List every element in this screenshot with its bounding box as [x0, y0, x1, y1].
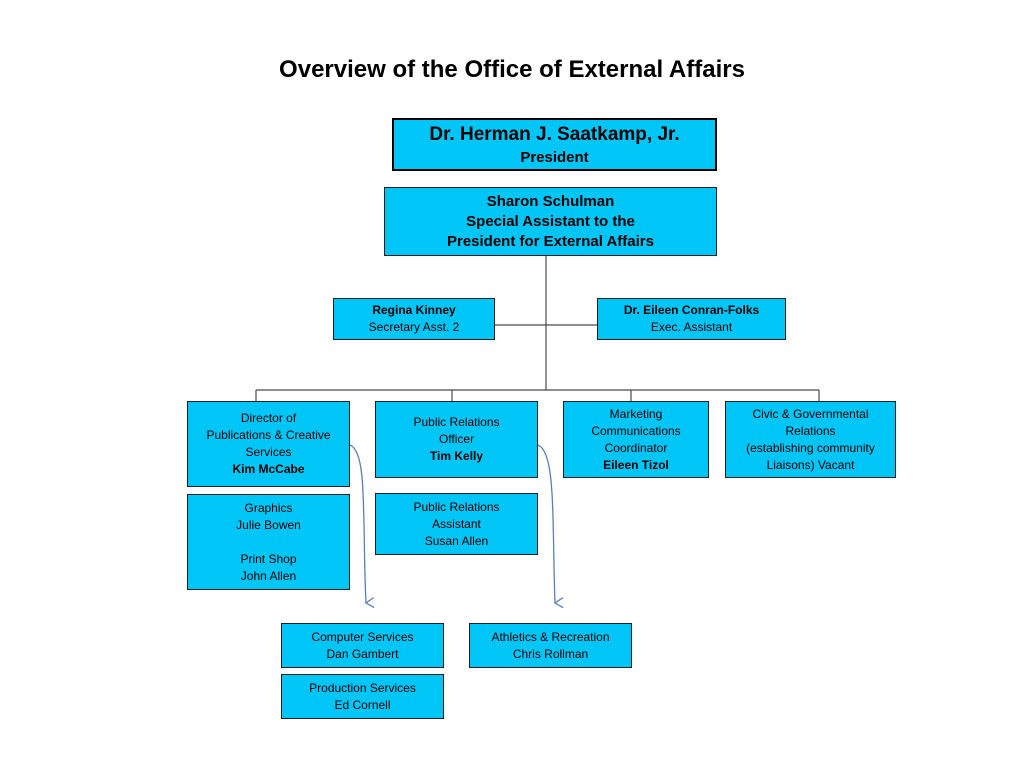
pr-officer-line-1: Public Relations [413, 415, 500, 429]
production-services-line-2: Ed Cornell [334, 697, 391, 712]
special-assistant-title-1: Special Assistant to the [466, 212, 635, 230]
marketing-box: Marketing Communications Coordinator Eil… [563, 401, 709, 478]
president-box: Dr. Herman J. Saatkamp, Jr. President [392, 118, 717, 171]
secretary-name: Regina Kinney [372, 303, 456, 317]
marketing-line-2: Communications [591, 423, 681, 438]
pr-assistant-line-3: Susan Allen [424, 533, 489, 548]
pr-assistant-line-2: Assistant [432, 516, 481, 531]
graphics-line-2: Julie Bowen [236, 517, 301, 532]
civic-line-3: (establishing community [746, 440, 875, 455]
marketing-line-3: Coordinator [604, 440, 668, 455]
president-title: President [520, 148, 589, 166]
director-line-3: Services [245, 445, 292, 459]
pr-assistant-box: Public Relations Assistant Susan Allen [375, 493, 538, 555]
computer-services-line-2: Dan Gambert [326, 646, 399, 661]
pr-officer-line-2: Officer [438, 432, 475, 446]
athletics-line-1: Athletics & Recreation [491, 629, 610, 644]
civic-line-1: Civic & Governmental [752, 406, 869, 421]
marketing-name: Eileen Tizol [603, 457, 669, 472]
director-line-2: Publications & Creative [206, 428, 331, 442]
civic-line-2: Relations [785, 423, 836, 438]
production-services-box: Production Services Ed Cornell [281, 674, 444, 719]
exec-assistant-name: Dr. Eileen Conran-Folks [623, 303, 760, 317]
special-assistant-title-2: President for External Affairs [446, 232, 654, 250]
civic-line-4: Liaisons) Vacant [766, 457, 855, 472]
secretary-title: Secretary Asst. 2 [368, 320, 460, 334]
page-title: Overview of the Office of External Affai… [279, 56, 745, 83]
president-name: Dr. Herman J. Saatkamp, Jr. [429, 123, 680, 145]
exec-assistant-title: Exec. Assistant [650, 320, 733, 334]
civic-relations-box: Civic & Governmental Relations (establis… [725, 401, 896, 478]
pr-officer-name: Tim Kelly [429, 449, 484, 463]
secretary-box: Regina Kinney Secretary Asst. 2 [333, 298, 495, 340]
computer-services-line-1: Computer Services [311, 629, 414, 644]
athletics-line-2: Chris Rollman [512, 646, 589, 661]
director-name: Kim McCabe [232, 462, 305, 476]
graphics-line-1: Graphics [244, 500, 293, 515]
graphics-line-3: Print Shop [240, 551, 297, 566]
special-assistant-box: Sharon Schulman Special Assistant to the… [384, 187, 717, 256]
arrow-to-computer-services [349, 444, 375, 609]
exec-assistant-box: Dr. Eileen Conran-Folks Exec. Assistant [597, 298, 786, 340]
production-services-line-1: Production Services [309, 680, 416, 695]
pr-officer-box: Public Relations Officer Tim Kelly [375, 401, 538, 478]
athletics-box: Athletics & Recreation Chris Rollman [469, 623, 632, 668]
director-line-1: Director of [240, 411, 297, 425]
arrow-to-athletics [537, 444, 564, 609]
director-publications-box: Director of Publications & Creative Serv… [187, 401, 350, 487]
marketing-line-1: Marketing [609, 406, 663, 421]
pr-assistant-line-1: Public Relations [413, 499, 500, 514]
graphics-box: Graphics Julie Bowen Print Shop John All… [187, 494, 350, 590]
special-assistant-name: Sharon Schulman [486, 192, 615, 210]
computer-services-box: Computer Services Dan Gambert [281, 623, 444, 668]
graphics-line-4: John Allen [240, 568, 297, 583]
